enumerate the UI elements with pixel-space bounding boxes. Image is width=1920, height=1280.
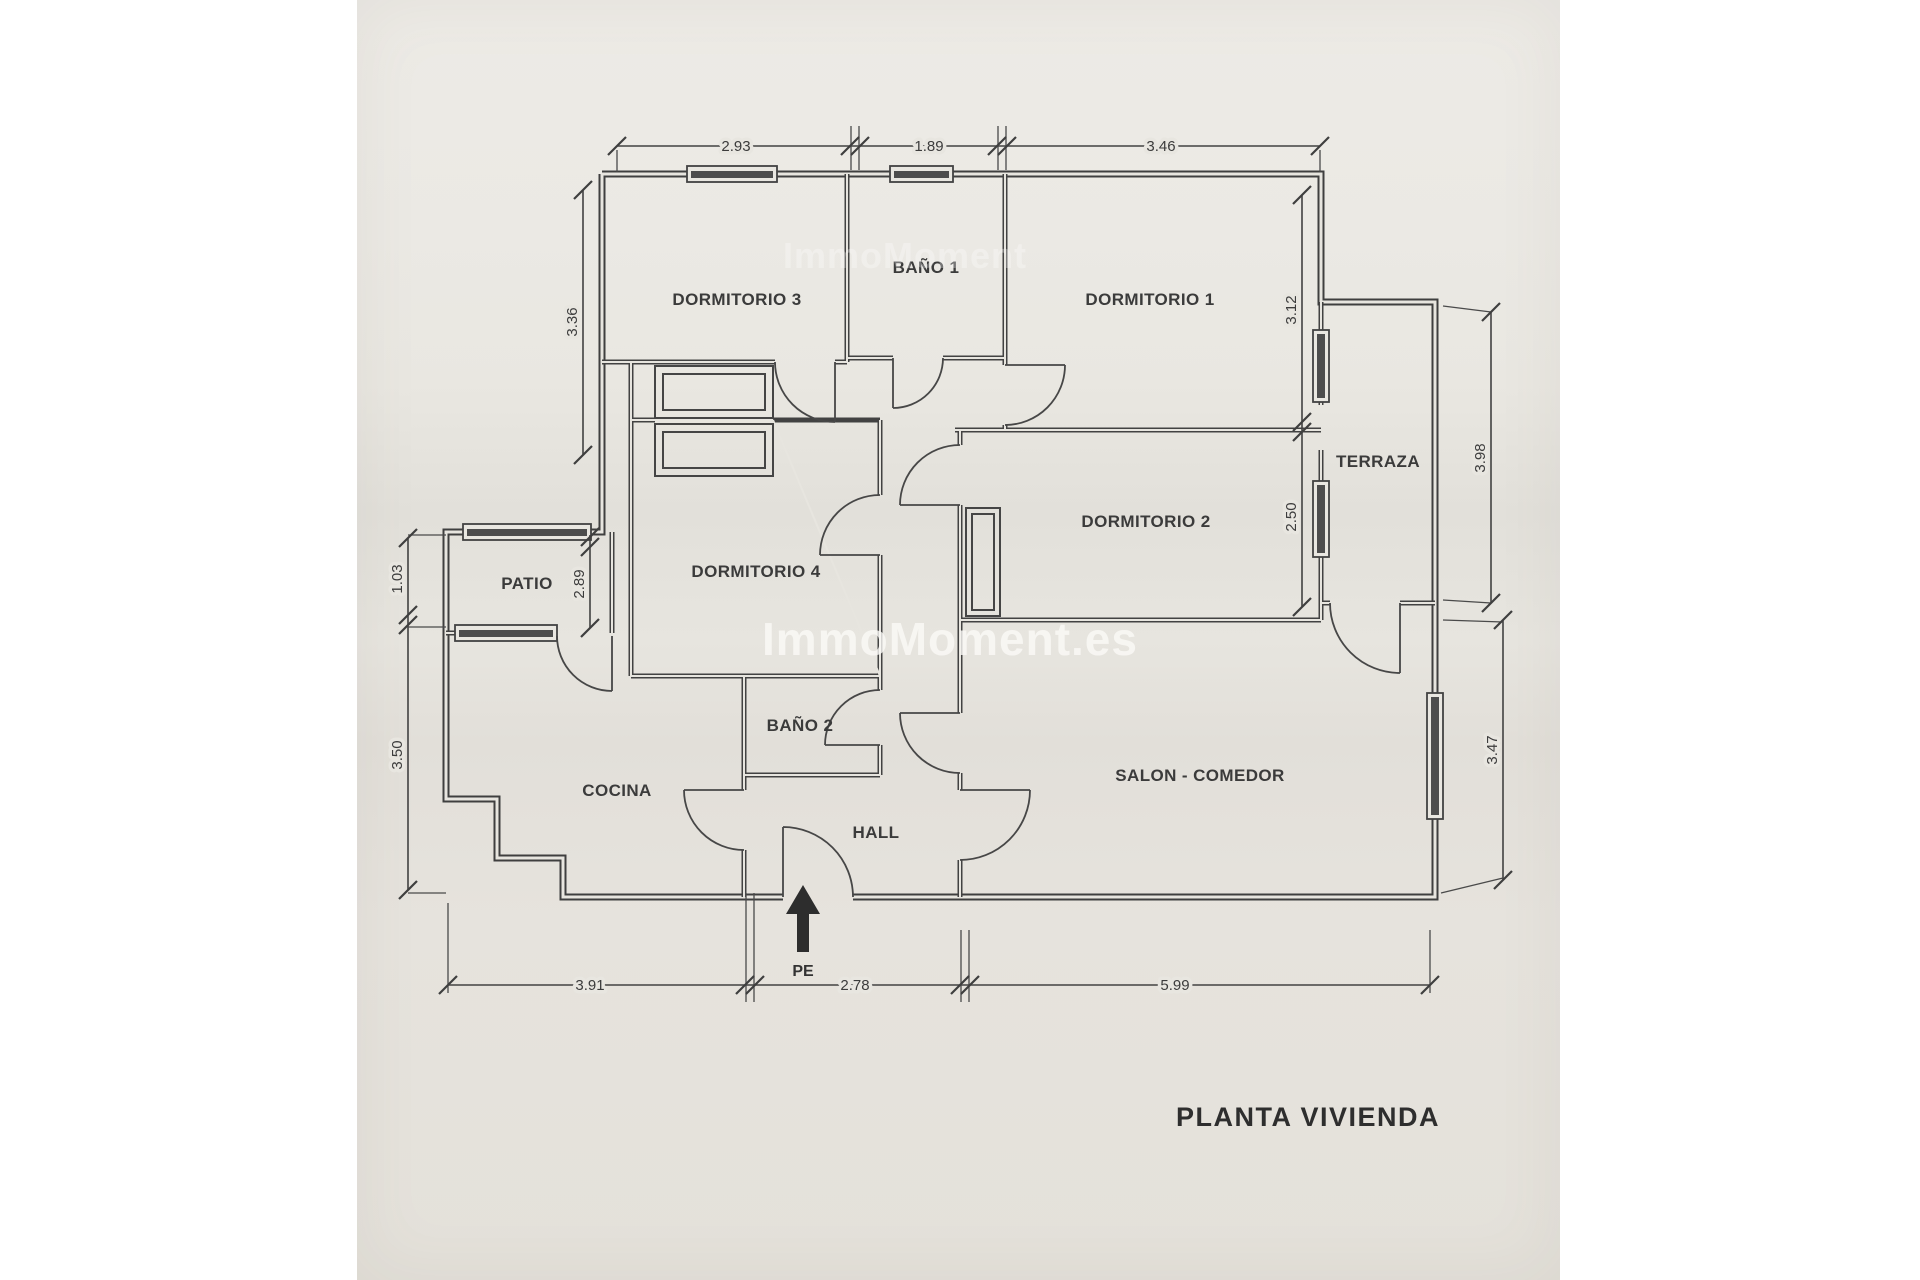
closets [654, 365, 1001, 617]
dim-top-1: 1.89 [914, 138, 943, 155]
entrance: PE [786, 885, 820, 980]
door-bano-1 [892, 357, 944, 409]
dim-right-0: 3.12 [1283, 295, 1300, 324]
watermark-main: ImmoMoment.es [762, 613, 1138, 665]
window-patio-bottom [454, 624, 558, 642]
dim-left-2: 3.50 [389, 740, 406, 769]
dimension-labels: 2.93 1.89 3.46 3.36 1.03 3.50 2.89 3.12 … [386, 135, 1505, 998]
room-label-patio: PATIO [501, 574, 552, 593]
dim-bottom-0: 3.91 [575, 977, 604, 994]
window-salon [1426, 692, 1444, 820]
room-label-dormitorio-1: DORMITORIO 1 [1085, 290, 1214, 309]
room-label-hall: HALL [853, 823, 900, 842]
entrance-label: PE [792, 963, 814, 980]
watermark-ghost: ImmoMoment [783, 235, 1027, 276]
dim-bottom-2: 5.99 [1160, 977, 1189, 994]
dimension-lines [398, 126, 1513, 1002]
door-salon [959, 789, 1031, 861]
room-label-dormitorio-3: DORMITORIO 3 [672, 290, 801, 309]
dim-right-2: 3.98 [1472, 443, 1489, 472]
door-dormitorio-4 [819, 494, 881, 556]
room-label-terraza: TERRAZA [1336, 452, 1420, 471]
room-label-dormitorio-2: DORMITORIO 2 [1081, 512, 1210, 531]
page-title: PLANTA VIVIENDA [1176, 1102, 1440, 1132]
dim-bottom-1: 2.78 [840, 977, 869, 994]
dim-top-2: 3.46 [1146, 138, 1175, 155]
door-dormitorio-2 [899, 444, 961, 506]
dim-tick-marks [398, 136, 1513, 995]
door-arcs [556, 357, 1401, 898]
entrance-arrow-icon [786, 885, 820, 952]
closet-dormitorio-4 [654, 423, 774, 477]
door-patio [556, 635, 613, 692]
dim-main-lines [407, 145, 1504, 986]
dim-left-3: 2.89 [571, 569, 588, 598]
window-dormitorio-2 [1312, 480, 1330, 558]
window-dormitorio-1 [1312, 329, 1330, 403]
door-dormitorio-3 [774, 361, 836, 423]
door-dormitorio-1 [1004, 364, 1066, 426]
door-bano-2 [824, 689, 881, 746]
room-label-bano-2: BAÑO 2 [767, 715, 834, 735]
door-hall [899, 712, 961, 774]
dim-left-0: 3.36 [564, 307, 581, 336]
room-label-dormitorio-4: DORMITORIO 4 [691, 562, 820, 581]
room-labels: DORMITORIO 3 BAÑO 1 DORMITORIO 1 TERRAZA… [501, 257, 1420, 842]
dim-top-0: 2.93 [721, 138, 750, 155]
window-dormitorio-3 [686, 165, 778, 183]
door-terraza [1329, 602, 1401, 674]
room-label-salon-comedor: SALON - COMEDOR [1115, 766, 1284, 785]
room-label-bano-1: BAÑO 1 [893, 257, 960, 277]
window-bano-1 [889, 165, 954, 183]
window-patio-top [462, 523, 592, 541]
windows [454, 165, 1444, 820]
door-cocina [683, 789, 745, 851]
closet-dormitorio-3 [654, 365, 774, 419]
dim-right-3: 3.47 [1484, 735, 1501, 764]
door-entrance [782, 826, 854, 898]
room-label-cocina: COCINA [582, 781, 651, 800]
closet-dormitorio-2 [965, 507, 1001, 617]
dim-left-1: 1.03 [389, 564, 406, 593]
dim-right-1: 2.50 [1283, 502, 1300, 531]
